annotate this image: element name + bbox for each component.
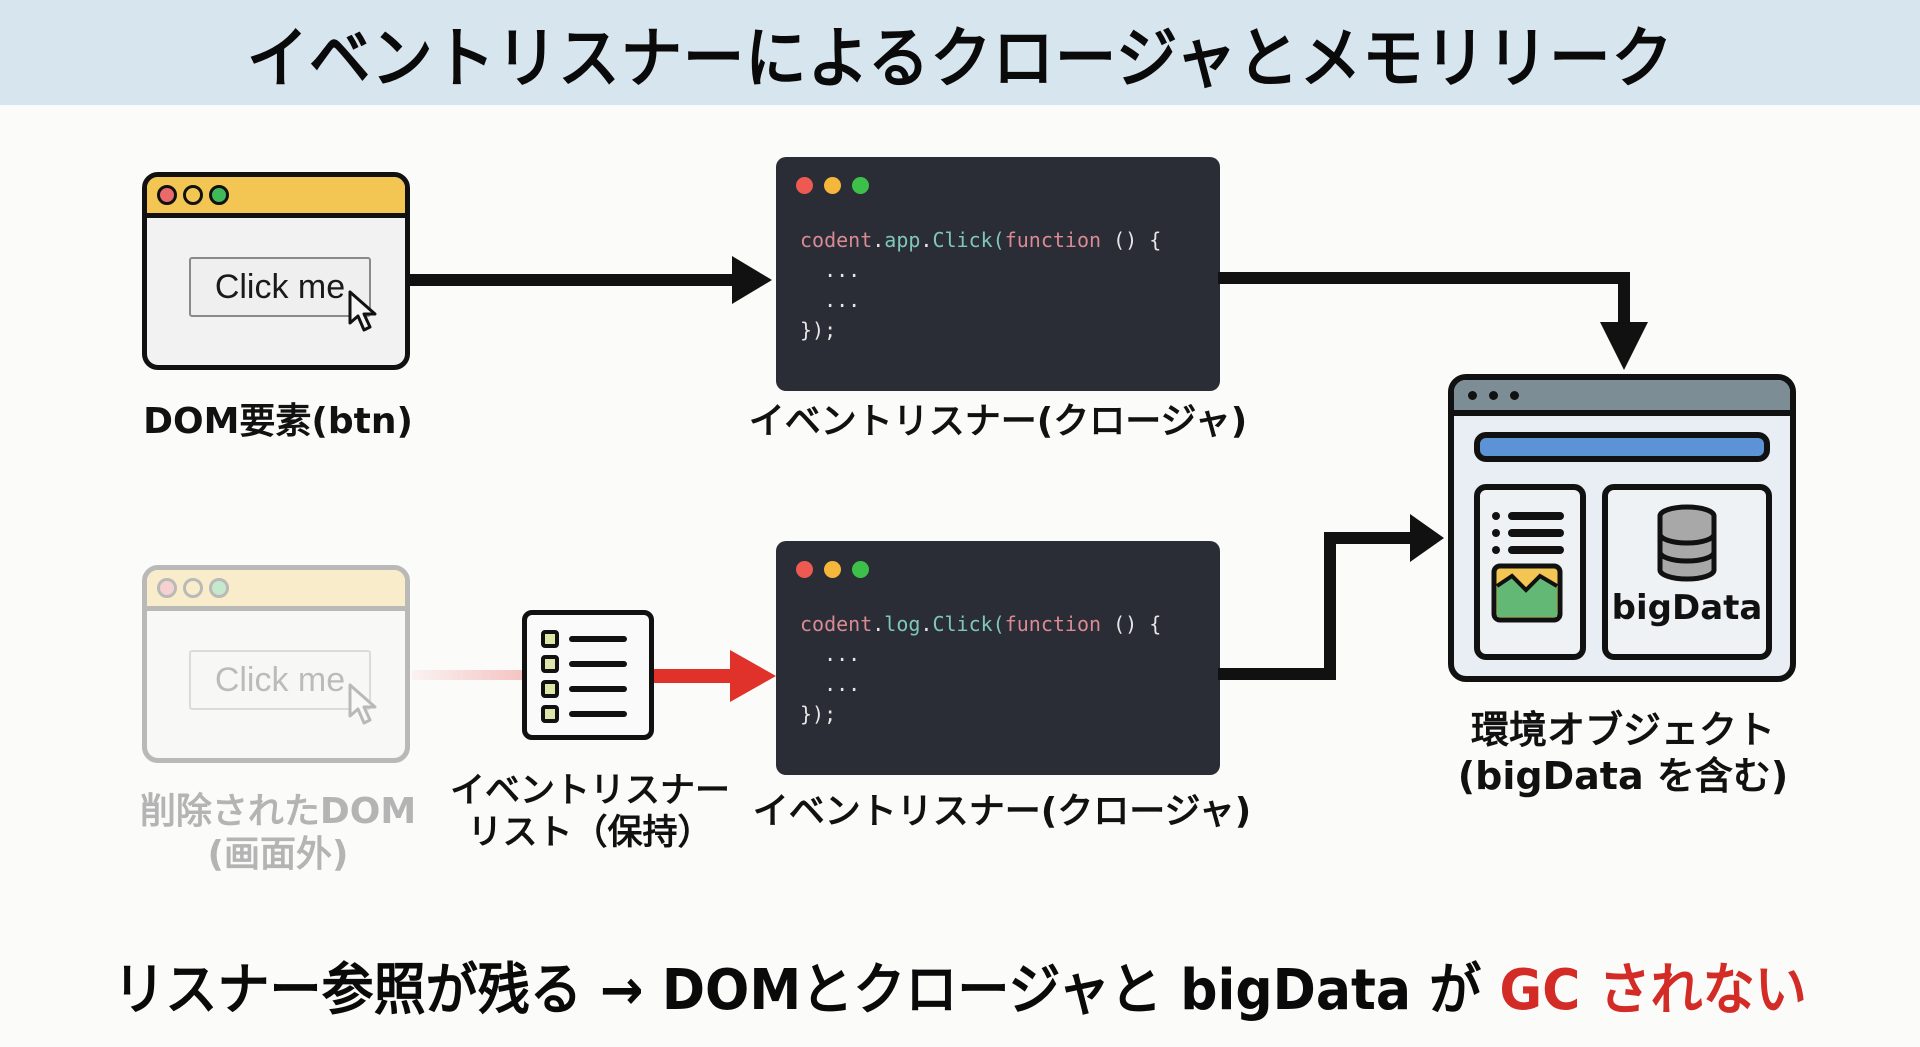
faded-reference-line <box>412 670 522 680</box>
removed-dom-caption: 削除されたDOM (画面外) <box>120 790 436 876</box>
code-dot: . <box>920 612 933 636</box>
mouse-cursor-icon <box>348 290 377 332</box>
content-panel <box>1474 484 1586 660</box>
caption-line: リスト（保持） <box>467 813 713 853</box>
code-line: }); <box>800 702 837 726</box>
summary-text: リスナー参照が残る → DOMとクロージャと bigData が <box>113 958 1500 1023</box>
code-member: log <box>884 612 921 636</box>
window-titlebar <box>1454 380 1790 416</box>
environment-object-caption: 環境オブジェクト (bigData を含む) <box>1440 708 1806 799</box>
arrow-dom-to-listener <box>410 256 772 304</box>
arrow-listener-to-env-top <box>1218 272 1648 370</box>
removed-dom-window: Click me <box>142 565 410 763</box>
listener-list-caption: イベントリスナー リスト（保持） <box>440 770 740 854</box>
close-dot-icon <box>157 578 177 598</box>
page-title: イベントリスナーによるクロージャとメモリリーク <box>246 19 1674 97</box>
window-controls <box>796 561 869 578</box>
window-dot-icon <box>1468 390 1477 400</box>
list-and-chart-icon <box>1491 512 1564 623</box>
mouse-cursor-icon <box>348 683 377 725</box>
code-line: ... <box>800 642 861 666</box>
minimize-dot-icon <box>824 561 841 578</box>
database-icon <box>1657 504 1717 582</box>
code-dot: . <box>872 228 885 252</box>
code-line: ... <box>800 288 861 312</box>
red-arrow-list-to-listener <box>654 650 776 702</box>
click-me-button[interactable]: Click me <box>189 257 371 317</box>
summary-highlight: GC されない <box>1499 958 1807 1023</box>
arrow-listener-to-env-bottom <box>1218 514 1444 680</box>
listener-caption-bottom: イベントリスナー(クロージャ) <box>752 791 1252 832</box>
code-keyword: function <box>1004 612 1102 636</box>
dom-element-window: Click me <box>142 172 410 370</box>
summary-statement: リスナー参照が残る → DOMとクロージャと bigData が GC されない <box>67 945 1853 1026</box>
caption-line: 削除されたDOM <box>139 791 417 832</box>
window-dot-icon <box>1489 390 1498 400</box>
caption-line: 環境オブジェクト <box>1470 708 1775 752</box>
bigdata-panel: bigData <box>1602 484 1772 660</box>
code-line: ... <box>800 258 861 282</box>
minimize-dot-icon <box>824 177 841 194</box>
address-bar <box>1474 432 1770 462</box>
maximize-dot-icon <box>852 561 869 578</box>
removed-click-me-button: Click me <box>189 650 371 710</box>
window-titlebar <box>147 177 405 218</box>
code-line: ... <box>800 672 861 696</box>
title-banner: イベントリスナーによるクロージャとメモリリーク <box>0 0 1920 105</box>
code-object: codent <box>800 612 873 636</box>
caption-line: イベントリスナー <box>449 771 730 811</box>
listener-list-icon <box>522 610 654 740</box>
code-member: app <box>884 228 921 252</box>
minimize-dot-icon <box>183 578 203 598</box>
maximize-dot-icon <box>209 185 229 205</box>
close-dot-icon <box>157 185 177 205</box>
listener-code-window-bottom: codent.log.Click(function () { ... ... }… <box>776 541 1220 775</box>
code-dot: . <box>872 612 885 636</box>
environment-object-window: bigData <box>1448 374 1796 682</box>
code-method: Click( <box>932 612 1005 636</box>
code-snippet: codent.app.Click(function () { ... ... }… <box>800 225 1161 345</box>
code-method: Click( <box>932 228 1005 252</box>
code-keyword: function <box>1004 228 1102 252</box>
close-dot-icon <box>796 177 813 194</box>
listener-code-window: codent.app.Click(function () { ... ... }… <box>776 157 1220 391</box>
window-controls <box>796 177 869 194</box>
window-titlebar <box>147 570 405 611</box>
caption-line: (画面外) <box>207 834 349 876</box>
code-object: codent <box>800 228 873 252</box>
dom-element-caption: DOM要素(btn) <box>143 401 413 442</box>
close-dot-icon <box>796 561 813 578</box>
window-dot-icon <box>1510 390 1519 400</box>
code-rest: () { <box>1101 612 1162 636</box>
listener-caption-top: イベントリスナー(クロージャ) <box>748 401 1248 442</box>
maximize-dot-icon <box>852 177 869 194</box>
code-snippet: codent.log.Click(function () { ... ... }… <box>800 609 1161 729</box>
caption-line: (bigData を含む) <box>1457 753 1789 798</box>
code-dot: . <box>920 228 933 252</box>
maximize-dot-icon <box>209 578 229 598</box>
minimize-dot-icon <box>183 185 203 205</box>
bigdata-label: bigData <box>1611 588 1763 628</box>
code-rest: () { <box>1101 228 1162 252</box>
code-line: }); <box>800 318 837 342</box>
